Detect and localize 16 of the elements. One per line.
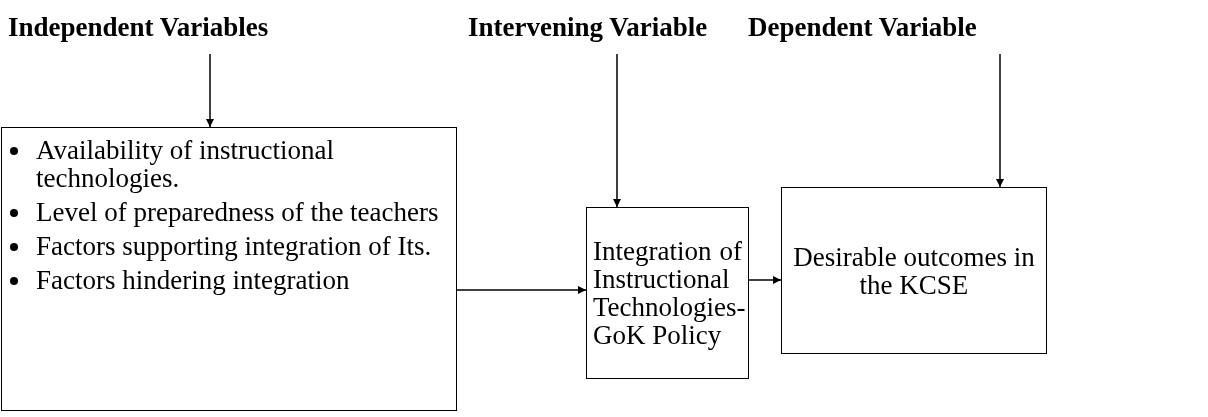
bullet-item: Availability of instructional technologies. bbox=[36, 136, 335, 192]
arrow bbox=[748, 276, 782, 284]
dependent-variable-box bbox=[781, 187, 1047, 354]
variable-heading: Independent Variables bbox=[8, 12, 288, 44]
variable-heading: Dependent Variable bbox=[748, 12, 1048, 44]
bullet-item: Factors supporting integration of Its. bbox=[36, 232, 432, 260]
bullet-item: Factors hindering integration bbox=[36, 266, 350, 294]
bullet-item: Level of preparedness of the teachers bbox=[36, 198, 439, 226]
arrow bbox=[613, 53, 621, 208]
box-text: Desirable outcomes in the KCSE bbox=[792, 242, 1036, 299]
independent-variables-box bbox=[1, 127, 457, 411]
arrow bbox=[456, 286, 587, 294]
intervening-variable-box bbox=[586, 207, 749, 379]
variable-heading: Intervening Variable bbox=[468, 12, 718, 44]
arrow bbox=[996, 53, 1004, 188]
arrow bbox=[206, 53, 214, 128]
